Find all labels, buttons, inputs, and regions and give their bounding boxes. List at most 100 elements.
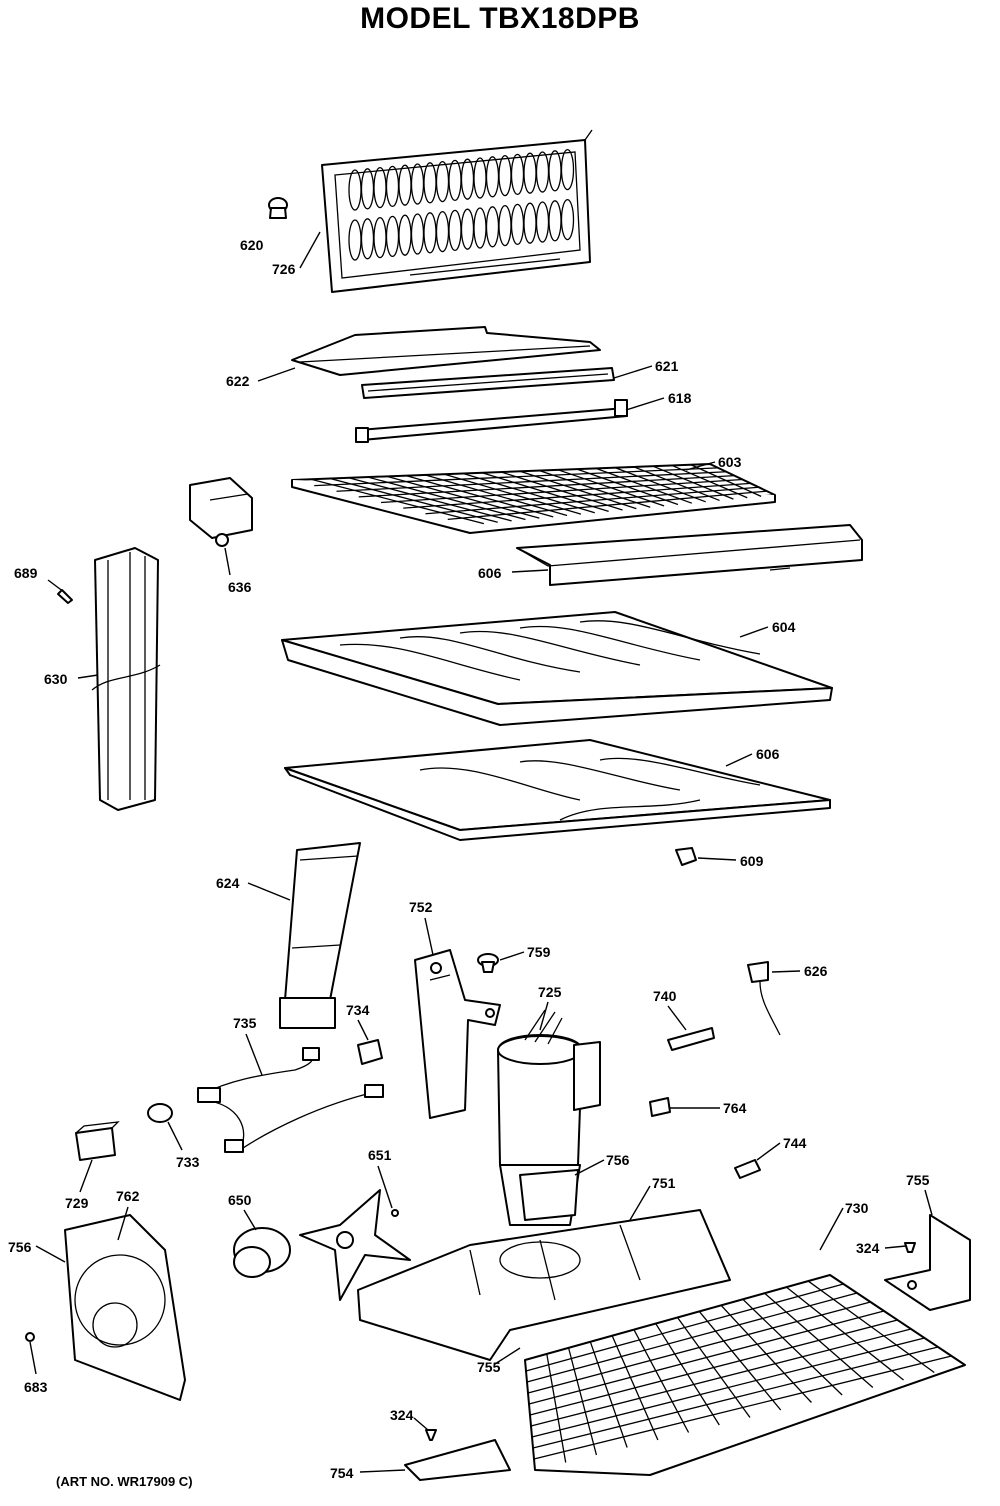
callout-618: 618	[625, 390, 692, 411]
screw-683	[25, 1332, 35, 1342]
grommet-759	[477, 953, 499, 973]
part-number-label: 324	[856, 1240, 880, 1256]
part-number-label: 755	[477, 1359, 501, 1375]
base-pan-751	[357, 1209, 731, 1361]
leader-line	[167, 1121, 183, 1151]
callout-606: 606	[478, 565, 549, 581]
callout-650: 650	[228, 1192, 257, 1231]
leader-line	[35, 1245, 66, 1263]
part-number-label: 733	[176, 1154, 200, 1170]
leader-line	[924, 1189, 933, 1216]
leader-line	[613, 365, 653, 379]
leader-line	[697, 857, 737, 861]
leader-line	[117, 1206, 129, 1241]
diagram-title: MODEL TBX18DPB	[360, 2, 640, 35]
part-number-label: 603	[718, 454, 742, 470]
callout-740: 740	[653, 988, 687, 1031]
callout-651: 651	[368, 1147, 393, 1209]
callout-626: 626	[771, 963, 828, 979]
callout-620: 620	[240, 237, 264, 253]
leader-line	[357, 1019, 369, 1041]
part-number-label: 604	[772, 619, 796, 635]
bracket-752	[414, 949, 501, 1119]
callout-621: 621	[613, 358, 679, 379]
wire-shelf-603	[291, 463, 776, 534]
art-number: (ART NO. WR17909 C)	[56, 1474, 193, 1489]
part-number-label: 729	[65, 1195, 89, 1211]
callout-756: 756	[8, 1239, 66, 1263]
fan-shroud-762	[64, 1214, 186, 1401]
leader-line	[299, 231, 321, 269]
leader-line	[359, 1469, 406, 1473]
clip-609	[675, 847, 697, 866]
part-number-label: 606	[756, 746, 780, 762]
part-number-label: 636	[228, 579, 252, 595]
control-636	[189, 477, 253, 547]
crisper-cover-604	[281, 611, 833, 726]
leader-line	[247, 882, 291, 901]
leader-line	[511, 569, 549, 573]
part-number-label: 735	[233, 1015, 257, 1031]
overload-756	[519, 1169, 579, 1221]
part-number-label: 689	[14, 565, 38, 581]
leader-line	[539, 1001, 549, 1031]
part-number-label: 626	[804, 963, 828, 979]
leader-line	[625, 397, 665, 411]
part-number-label: 755	[906, 1172, 930, 1188]
callout-733: 733	[167, 1121, 200, 1170]
drain-cover-622	[291, 326, 601, 376]
callout-609: 609	[697, 853, 764, 869]
callout-735: 735	[233, 1015, 263, 1076]
relay-734	[357, 1039, 383, 1065]
callout-729: 729	[65, 1159, 93, 1211]
callout-762: 762	[116, 1188, 140, 1241]
callout-324: 324	[856, 1240, 907, 1256]
leader-line	[377, 1165, 393, 1209]
callout-759: 759	[499, 944, 551, 961]
leader-line	[574, 1159, 605, 1176]
part-number-label: 651	[368, 1147, 392, 1163]
leader-line	[725, 753, 753, 767]
part-number-label: 734	[346, 1002, 370, 1018]
leader-line	[629, 1185, 651, 1221]
leader-line	[29, 1341, 37, 1375]
channel-630	[91, 547, 161, 811]
trim-606	[516, 524, 863, 586]
part-number-label: 740	[653, 988, 677, 1004]
callout-756: 756	[574, 1152, 630, 1176]
fan-blade-651	[299, 1189, 411, 1301]
part-number-label: 744	[783, 1135, 807, 1151]
leader-line	[257, 367, 296, 382]
callout-754: 754	[330, 1465, 406, 1481]
callout-725: 725	[538, 984, 562, 1031]
callout-604: 604	[739, 619, 796, 638]
leader-line	[47, 579, 65, 593]
fan-motor-650	[233, 1227, 291, 1278]
callout-683: 683	[24, 1341, 48, 1395]
heater-618	[355, 399, 628, 443]
leader-line	[79, 1159, 93, 1193]
screw-689	[57, 589, 73, 604]
rail-621	[361, 367, 615, 399]
air-duct-624	[279, 842, 361, 1029]
callout-764: 764	[670, 1100, 747, 1116]
part-number-label: 756	[8, 1239, 32, 1255]
leader-line	[243, 1209, 257, 1231]
bracket-754	[404, 1439, 511, 1481]
part-number-label: 324	[390, 1407, 414, 1423]
part-number-label: 650	[228, 1192, 252, 1208]
part-number-label: 764	[723, 1100, 747, 1116]
callout-324: 324	[390, 1407, 429, 1431]
leader-line	[424, 917, 434, 956]
callout-751: 751	[629, 1175, 676, 1221]
part-number-label: 620	[240, 237, 264, 253]
leader-line	[77, 674, 99, 679]
bracket-755	[884, 1214, 971, 1311]
leader-line	[494, 1347, 521, 1365]
part-number-label: 618	[668, 390, 692, 406]
part-number-label: 609	[740, 853, 764, 869]
callout-726: 726	[272, 231, 321, 277]
part-number-label: 726	[272, 261, 296, 277]
leader-line	[667, 1005, 687, 1031]
callout-603: 603	[685, 454, 742, 471]
